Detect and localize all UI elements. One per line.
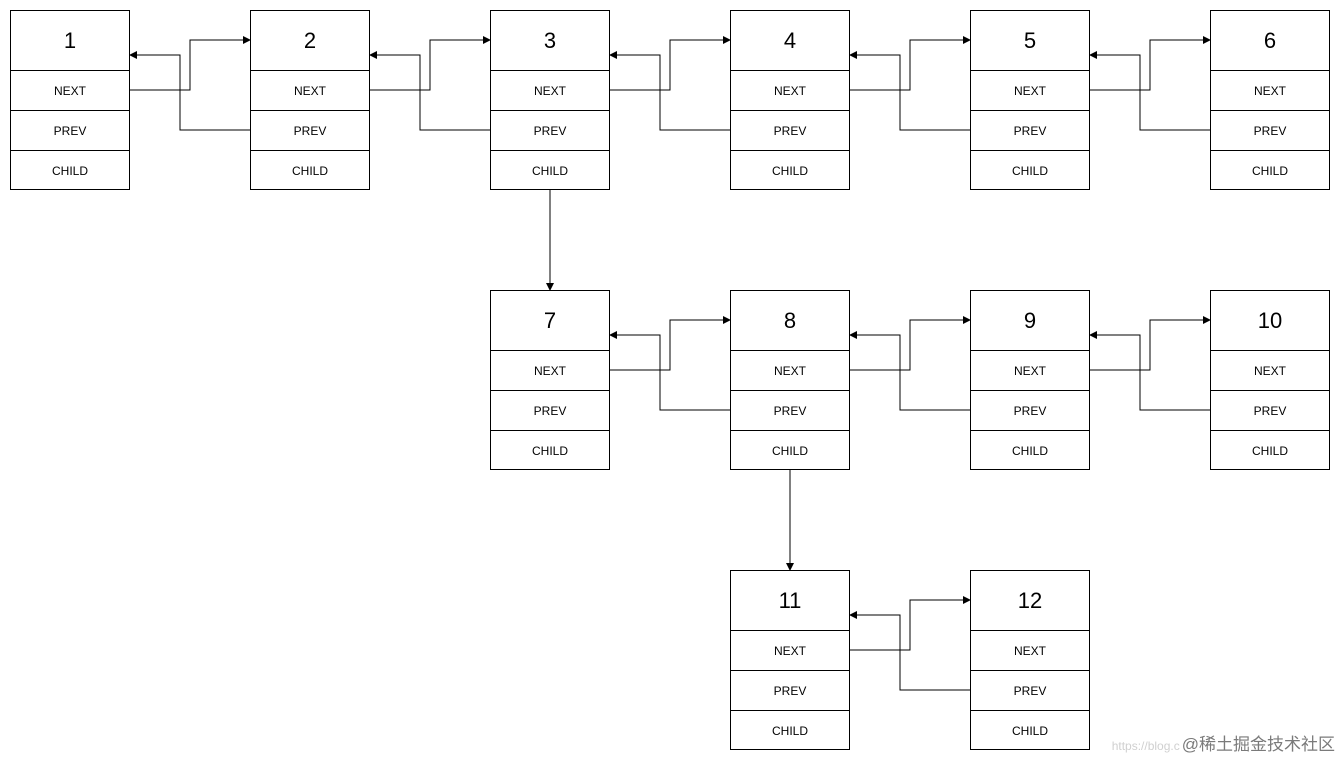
node-field-child: CHILD (1011, 723, 1048, 738)
node-field-next: NEXT (971, 351, 1089, 391)
node-field-next: NEXT (491, 351, 609, 391)
node-field-prev: PREV (491, 111, 609, 151)
prev-edge-8-7 (609, 331, 730, 411)
node-field-prev: PREV (731, 391, 849, 431)
node-field-prev: PREV (971, 111, 1089, 151)
node-value: 7 (491, 291, 609, 351)
next-edge-4-5 (850, 36, 971, 91)
prev-edge-6-5 (1089, 51, 1210, 131)
prev-edge-5-4 (849, 51, 970, 131)
next-edge-1-2 (130, 36, 251, 91)
watermark-url: https://blog.c (1111, 739, 1180, 753)
node-field-next: NEXT (1211, 351, 1329, 391)
prev-edge-2-1 (129, 51, 250, 131)
next-edge-3-4 (610, 36, 731, 91)
node-field-child: CHILD (771, 163, 808, 178)
node-value: 4 (731, 11, 849, 71)
node-field-next: NEXT (491, 71, 609, 111)
node-field-next: NEXT (731, 71, 849, 111)
node-value: 11 (731, 571, 849, 631)
next-edge-7-8 (610, 316, 731, 371)
node-field-next: NEXT (1211, 71, 1329, 111)
node-value: 9 (971, 291, 1089, 351)
node-field-child: CHILD (51, 163, 88, 178)
prev-edge-12-11 (849, 611, 970, 691)
node-value: 3 (491, 11, 609, 71)
node-field-prev: PREV (251, 111, 369, 151)
node-value: 5 (971, 11, 1089, 71)
node-value: 1 (11, 11, 129, 71)
node-field-child: CHILD (1011, 163, 1048, 178)
watermark: https://blog.c@稀土掘金技术社区 (1112, 730, 1335, 755)
node-field-prev: PREV (971, 671, 1089, 711)
node-value: 8 (731, 291, 849, 351)
next-edge-8-9 (850, 316, 971, 371)
node-field-next: NEXT (971, 631, 1089, 671)
node-value: 12 (971, 571, 1089, 631)
node-field-child: CHILD (771, 723, 808, 738)
node-field-prev: PREV (971, 391, 1089, 431)
node-field-prev: PREV (731, 671, 849, 711)
node-field-child: CHILD (1011, 443, 1048, 458)
node-field-child: CHILD (1251, 163, 1288, 178)
node-field-prev: PREV (1211, 111, 1329, 151)
node-field-prev: PREV (491, 391, 609, 431)
node-field-prev: PREV (731, 111, 849, 151)
node-field-next: NEXT (731, 631, 849, 671)
prev-edge-10-9 (1089, 331, 1210, 411)
next-edge-11-12 (850, 596, 971, 651)
next-edge-9-10 (1090, 316, 1211, 371)
node-field-prev: PREV (11, 111, 129, 151)
node-field-child: CHILD (531, 163, 568, 178)
node-field-child: CHILD (291, 163, 328, 178)
node-field-next: NEXT (11, 71, 129, 111)
node-field-child: CHILD (531, 443, 568, 458)
prev-edge-9-8 (849, 331, 970, 411)
next-edge-2-3 (370, 36, 491, 91)
node-field-next: NEXT (251, 71, 369, 111)
prev-edge-4-3 (609, 51, 730, 131)
node-value: 10 (1211, 291, 1329, 351)
node-field-prev: PREV (1211, 391, 1329, 431)
node-field-next: NEXT (971, 71, 1089, 111)
node-field-next: NEXT (731, 351, 849, 391)
node-field-child: CHILD (1251, 443, 1288, 458)
watermark-text: @稀土掘金技术社区 (1181, 735, 1335, 754)
node-value: 6 (1211, 11, 1329, 71)
node-value: 2 (251, 11, 369, 71)
node-field-child: CHILD (771, 443, 808, 458)
prev-edge-3-2 (369, 51, 490, 131)
next-edge-5-6 (1090, 36, 1211, 91)
